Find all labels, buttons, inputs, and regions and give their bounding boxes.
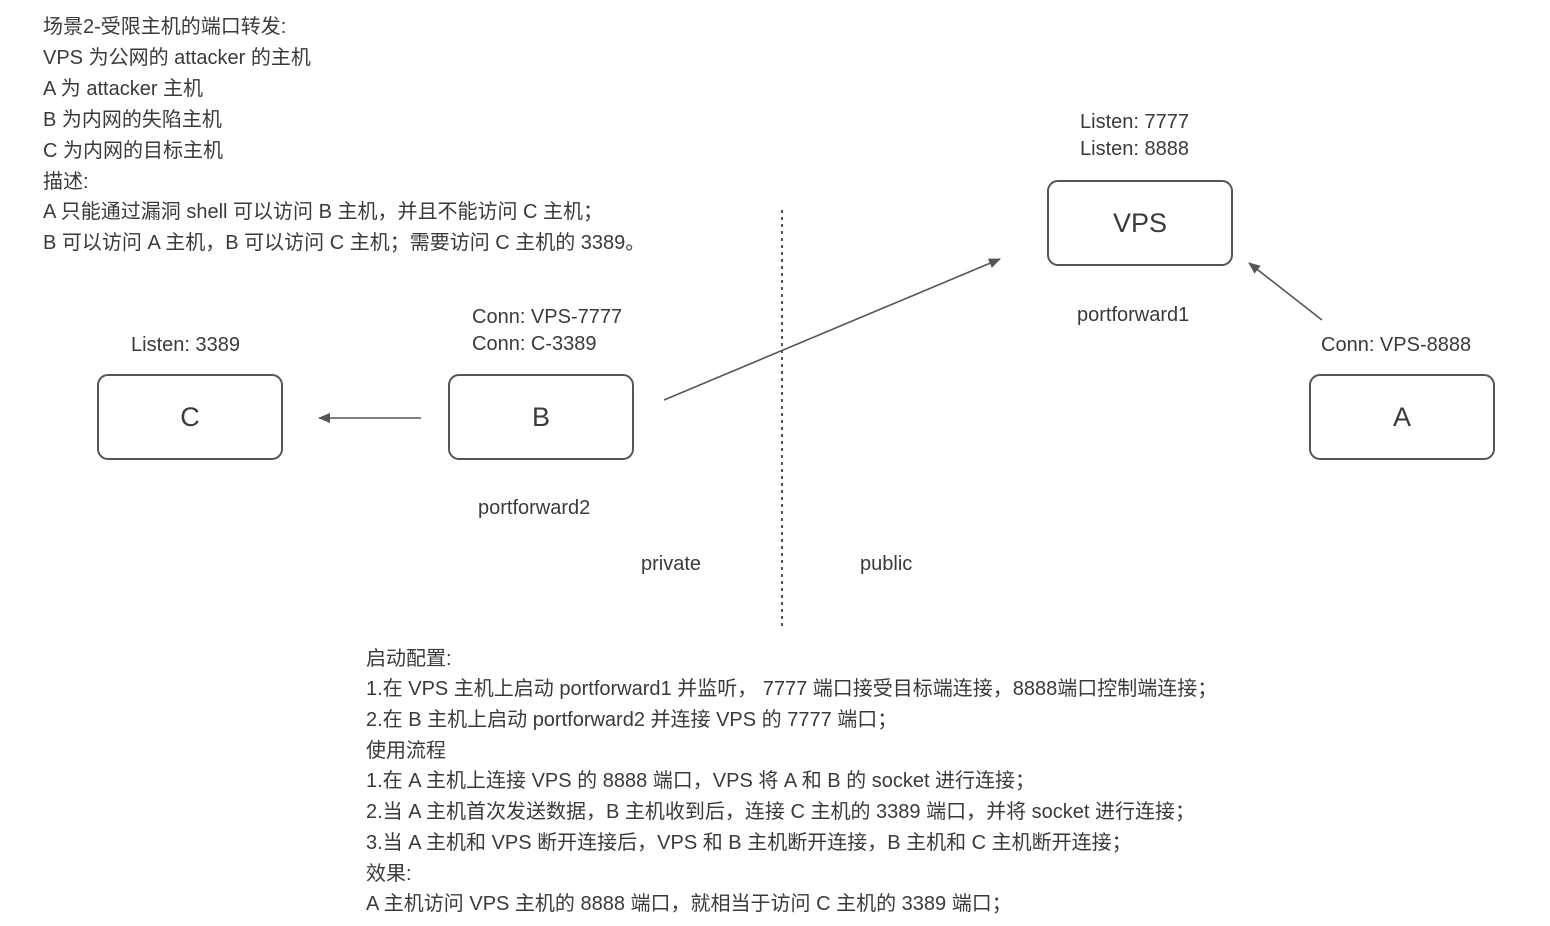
vps-node-label: VPS bbox=[1112, 207, 1168, 238]
startup-config-heading: 启动配置: bbox=[366, 648, 452, 670]
scenario-title: 场景2-受限主机的端口转发: bbox=[43, 16, 287, 38]
arrow-b-to-vps bbox=[663, 258, 1001, 401]
b-conn-c-label: Conn: C-3389 bbox=[472, 333, 597, 355]
b-conn-vps-label: Conn: VPS-7777 bbox=[472, 306, 623, 328]
vps-listen-8888-label: Listen: 8888 bbox=[1080, 138, 1189, 160]
c-node: C bbox=[97, 374, 283, 460]
scenario-desc-line-1: A 只能通过漏洞 shell 可以访问 B 主机，并且不能访问 C 主机； bbox=[43, 201, 604, 223]
scenario-line-b: B 为内网的失陷主机 bbox=[43, 109, 222, 131]
startup-step-2: 2.在 B 主机上启动 portforward2 并连接 VPS 的 7777 … bbox=[366, 709, 898, 731]
scenario-line-c: C 为内网的目标主机 bbox=[43, 140, 223, 162]
a-conn-label: Conn: VPS-8888 bbox=[1321, 334, 1472, 356]
c-node-label: C bbox=[180, 401, 200, 432]
public-zone-label: public bbox=[860, 553, 913, 575]
usage-step-2: 2.当 A 主机首次发送数据，B 主机收到后，连接 C 主机的 3389 端口，… bbox=[366, 801, 1196, 823]
scenario-desc-heading: 描述: bbox=[43, 171, 89, 193]
arrow-a-to-vps bbox=[1248, 262, 1323, 321]
scenario-desc-line-2: B 可以访问 A 主机，B 可以访问 C 主机；需要访问 C 主机的 3389。 bbox=[43, 232, 646, 254]
private-zone-label: private bbox=[641, 553, 702, 575]
c-listen-label: Listen: 3389 bbox=[131, 334, 240, 356]
startup-step-1: 1.在 VPS 主机上启动 portforward1 并监听， 7777 端口接… bbox=[366, 678, 1218, 700]
effect-line: A 主机访问 VPS 主机的 8888 端口，就相当于访问 C 主机的 3389… bbox=[366, 893, 1012, 915]
a-node-label: A bbox=[1392, 401, 1411, 432]
b-tool-label: portforward2 bbox=[478, 497, 591, 519]
b-node-label: B bbox=[531, 401, 550, 432]
b-node: B bbox=[448, 374, 634, 460]
effect-heading: 效果: bbox=[366, 863, 412, 885]
usage-flow-heading: 使用流程 bbox=[366, 740, 446, 762]
a-node: A bbox=[1309, 374, 1495, 460]
scenario-line-vps: VPS 为公网的 attacker 的主机 bbox=[43, 47, 311, 69]
scenario-line-a: A 为 attacker 主机 bbox=[43, 78, 204, 100]
vps-tool-label: portforward1 bbox=[1077, 304, 1190, 326]
vps-node: VPS bbox=[1047, 180, 1233, 266]
usage-step-1: 1.在 A 主机上连接 VPS 的 8888 端口，VPS 将 A 和 B 的 … bbox=[366, 770, 1036, 792]
vps-listen-7777-label: Listen: 7777 bbox=[1080, 111, 1189, 133]
usage-step-3: 3.当 A 主机和 VPS 断开连接后，VPS 和 B 主机断开连接，B 主机和… bbox=[366, 832, 1132, 854]
